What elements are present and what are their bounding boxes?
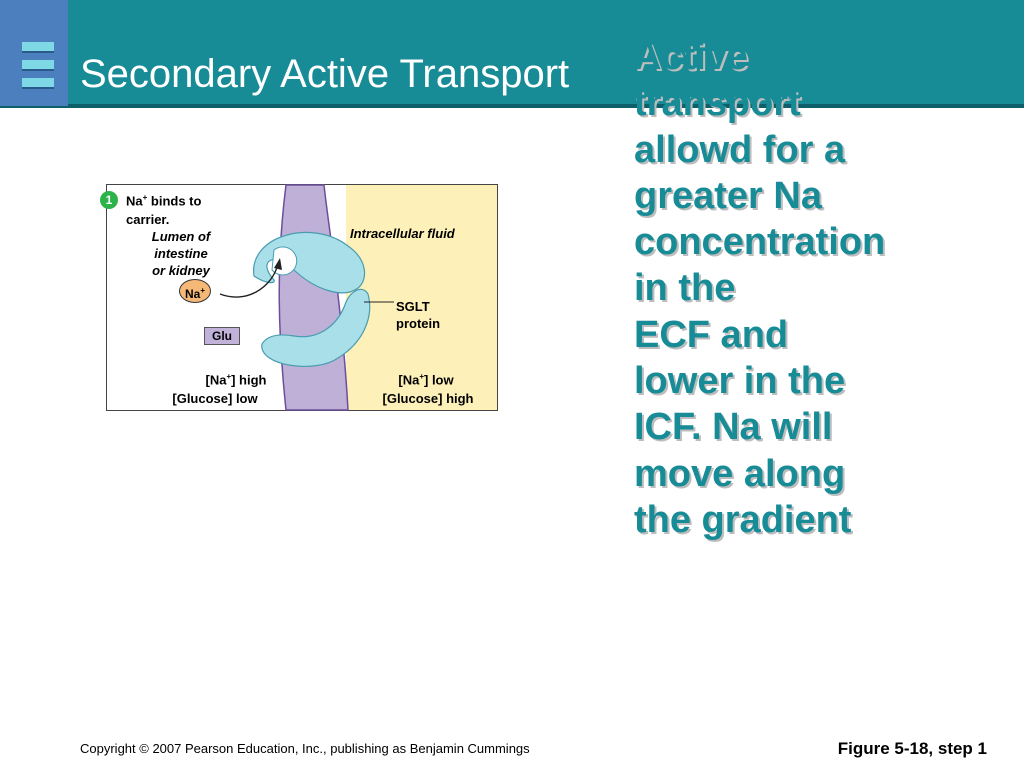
slide-logo (0, 0, 68, 106)
logo-bar-icon (22, 42, 54, 53)
right-glucose-concentration: [Glucose] high (382, 391, 474, 406)
intracellular-label: Intracellular fluid (350, 226, 455, 241)
step-caption-line2: carrier. (126, 212, 170, 227)
slide-title: Secondary Active Transport (80, 52, 570, 96)
header-bar (0, 0, 1024, 104)
sodium-ion: Na+ (179, 279, 211, 303)
glucose-molecule: Glu (204, 327, 240, 345)
step-1-badge: 1 (100, 191, 118, 209)
right-na-concentration: [Na+] low (398, 372, 454, 388)
figure-label: Figure 5-18, step 1 (837, 739, 987, 758)
lumen-label: Lumen of intestine or kidney (151, 229, 211, 278)
carrier-lower-lobe (261, 288, 371, 368)
copyright-notice: Copyright © 2007 Pearson Education, Inc.… (80, 741, 530, 756)
left-glucose-concentration: [Glucose] low (172, 391, 258, 406)
diagram-graphic (106, 184, 498, 411)
intracellular-region (346, 185, 497, 410)
explanation-text: Active transport allowd for a greater Na… (634, 36, 886, 541)
sglt-label: SGLT protein (396, 299, 441, 331)
arrow-head (274, 258, 282, 270)
logo-bar-icon (22, 78, 54, 89)
header-divider (0, 104, 1024, 108)
left-na-concentration: [Na+] high (205, 372, 267, 388)
logo-bar-icon (22, 60, 54, 71)
sodium-binding-arrow (219, 263, 279, 298)
step-caption: Na+ binds to (126, 193, 202, 209)
sglt-diagram: 1 Na+ binds to carrier. Lumen of intesti… (100, 184, 498, 412)
